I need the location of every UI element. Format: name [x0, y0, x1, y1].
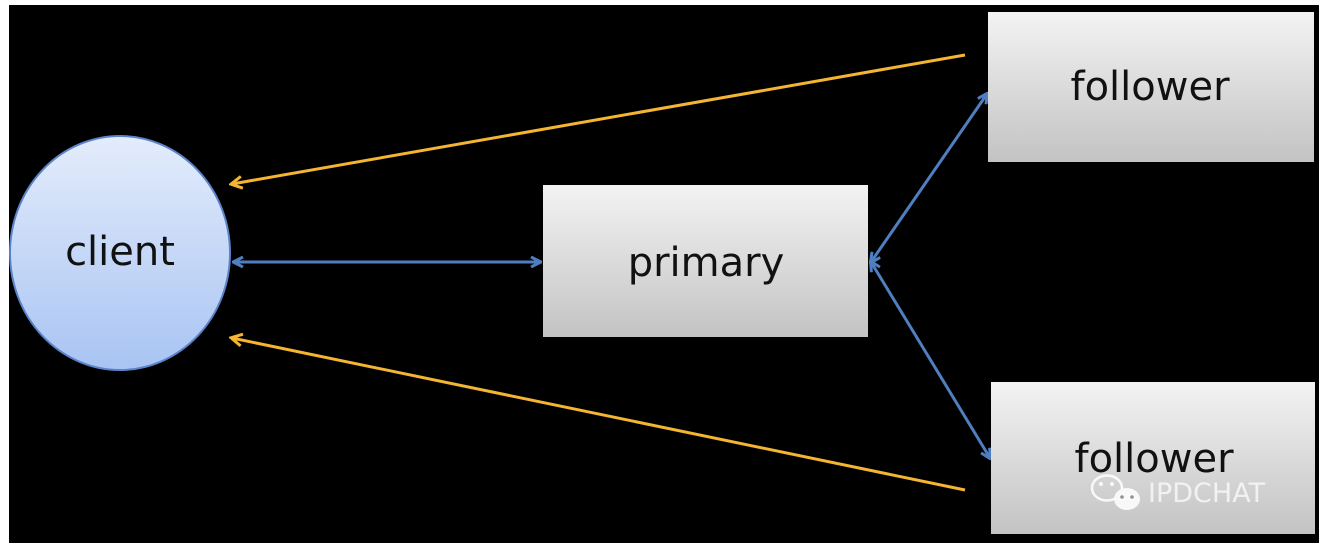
wechat-icon: [1090, 474, 1140, 510]
follower-bottom-node: follower: [991, 382, 1315, 534]
primary-box: [543, 185, 868, 337]
watermark: IPDCHAT: [1090, 474, 1266, 510]
client-label: client: [65, 229, 175, 275]
client-circle: [9, 135, 231, 371]
follower-bottom-label: follower: [1074, 436, 1234, 482]
client-node: client: [9, 135, 231, 371]
arrow-primary-follower-bottom: [871, 262, 990, 458]
follower-bottom-box: [991, 382, 1315, 534]
arrow-follower-bottom-to-client: [232, 338, 966, 492]
follower-top-node: follower: [988, 12, 1314, 162]
follower-top-label: follower: [1070, 64, 1230, 110]
follower-top-box: [988, 12, 1314, 162]
watermark-text: IPDCHAT: [1148, 478, 1266, 509]
arrow-primary-follower-top: [871, 94, 987, 262]
primary-label: primary: [628, 240, 785, 286]
arrow-follower-top-to-client: [232, 53, 966, 184]
primary-node: primary: [543, 185, 868, 337]
